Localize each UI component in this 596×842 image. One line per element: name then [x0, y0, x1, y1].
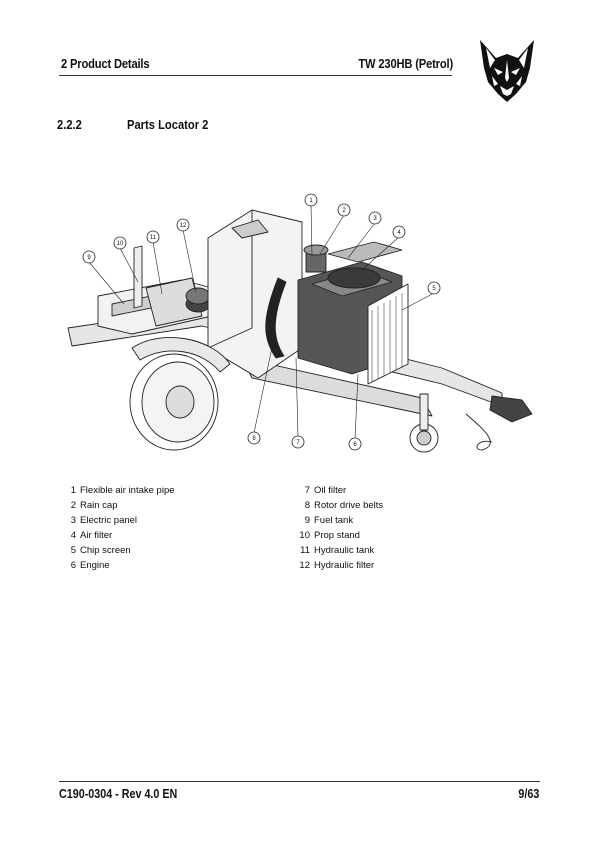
callout-4: 4 [392, 225, 406, 239]
wolf-head-icon [480, 40, 534, 102]
callout-9: 9 [82, 250, 96, 264]
legend-number: 11 [300, 545, 310, 556]
legend-label: Rain cap [80, 500, 118, 511]
callout-6: 6 [348, 437, 362, 451]
legend-number: 5 [70, 545, 76, 556]
header-rule [59, 75, 452, 76]
legend-number: 9 [304, 515, 310, 526]
legend-number: 10 [299, 530, 310, 541]
footer-page-number: 9/63 [518, 787, 539, 801]
legend-label: Rotor drive belts [314, 500, 384, 511]
legend-item: 6 Engine [60, 558, 280, 573]
svg-text:6: 6 [353, 442, 357, 448]
legend-label: Hydraulic tank [314, 545, 375, 556]
svg-text:10: 10 [117, 241, 124, 247]
legend-item: 5 Chip screen [60, 543, 280, 558]
legend-label: Air filter [80, 530, 113, 541]
svg-text:8: 8 [252, 436, 256, 442]
legend-number: 4 [70, 530, 76, 541]
legend-item: 8 Rotor drive belts [294, 498, 494, 513]
svg-text:3: 3 [373, 216, 377, 222]
legend-number: 2 [70, 500, 76, 511]
section-title: Parts Locator 2 [127, 117, 209, 132]
parts-locator-figure: 1 2 3 4 5 6 7 8 9 10 11 12 [67, 193, 533, 453]
header-model: TW 230HB (Petrol) [358, 56, 453, 71]
legend-item: 7 Oil filter [294, 483, 494, 498]
footer-doc-ref: C190-0304 - Rev 4.0 EN [59, 787, 178, 801]
legend-item: 11 Hydraulic tank [294, 543, 494, 558]
svg-text:2: 2 [342, 208, 346, 214]
svg-text:11: 11 [150, 235, 157, 241]
callout-11: 11 [146, 230, 160, 244]
legend-label: Electric panel [80, 515, 138, 526]
legend-number: 12 [299, 560, 310, 571]
svg-text:1: 1 [309, 198, 313, 204]
legend-right-column: 7 Oil filter 8 Rotor drive belts 9 Fuel tan… [294, 483, 494, 573]
legend-item: 10 Prop stand [294, 528, 494, 543]
legend-item: 3 Electric panel [60, 513, 280, 528]
legend-left-column: 1 Flexible air intake pipe 2 Rain cap 3 Ele… [60, 483, 280, 573]
legend-label: Engine [80, 560, 110, 571]
callout-10: 10 [113, 236, 127, 250]
callout-5: 5 [427, 281, 441, 295]
header-chapter: 2 Product Details [61, 56, 150, 71]
legend-item: 2 Rain cap [60, 498, 280, 513]
legend-label: Fuel tank [314, 515, 354, 526]
footer-rule [59, 781, 540, 782]
legend-number: 3 [70, 515, 76, 526]
legend-item: 4 Air filter [60, 528, 280, 543]
legend-number: 1 [70, 485, 76, 496]
legend-number: 6 [70, 560, 76, 571]
legend-label: Prop stand [314, 530, 360, 541]
callout-12: 12 [176, 218, 190, 232]
callout-7: 7 [291, 435, 305, 449]
legend-label: Flexible air intake pipe [80, 485, 175, 496]
callout-3: 3 [368, 211, 382, 225]
svg-text:5: 5 [432, 286, 436, 292]
legend-number: 8 [304, 500, 310, 511]
legend-label: Chip screen [80, 545, 131, 556]
callout-1: 1 [304, 193, 318, 207]
section-number: 2.2.2 [57, 117, 82, 132]
svg-text:4: 4 [397, 230, 401, 236]
legend-number: 7 [304, 485, 310, 496]
callout-2: 2 [337, 203, 351, 217]
callout-8: 8 [247, 431, 261, 445]
legend-item: 1 Flexible air intake pipe [60, 483, 280, 498]
legend-item: 9 Fuel tank [294, 513, 494, 528]
svg-text:12: 12 [180, 223, 187, 229]
legend-label: Oil filter [314, 485, 347, 496]
legend-label: Hydraulic filter [314, 560, 375, 571]
svg-text:9: 9 [87, 255, 91, 261]
legend-item: 12 Hydraulic filter [294, 558, 494, 573]
svg-text:7: 7 [296, 440, 300, 446]
